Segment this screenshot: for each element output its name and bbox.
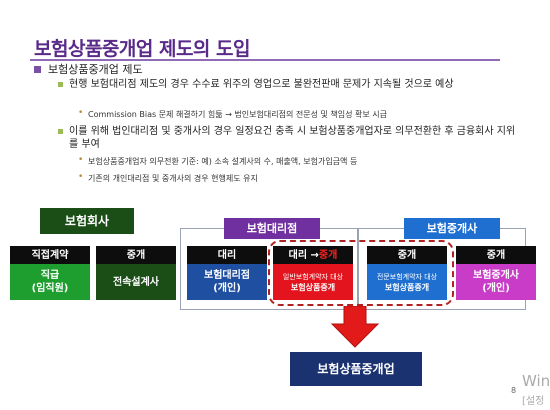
professional-client-brokerage-line2: 보험상품중개	[384, 282, 430, 292]
level1-text: 보험상품중개업 제도	[48, 63, 143, 76]
sub-bullet-2-icon: •	[78, 155, 84, 165]
conversion-highlight	[268, 240, 454, 306]
bullet-2-icon	[58, 129, 63, 134]
professional-client-brokerage-box: 전문보험계약자 대상 보험상품중개	[367, 264, 447, 300]
agent-to-broker-header: 대리 → 중개	[273, 246, 353, 264]
individual-broker-box: 보험중개사 (개인)	[456, 264, 536, 300]
general-client-brokerage-box: 일반보험계약자 대상 보험상품중개	[273, 264, 353, 300]
bullet-1-text: 현행 보험대리점 제도의 경우 수수료 위주의 영업으로 불완전판매 문제가 지…	[69, 79, 454, 90]
sub-bullet-1-icon: •	[78, 108, 84, 118]
windows-activation-watermark: Win	[522, 372, 550, 390]
down-arrow-icon	[330, 306, 380, 348]
windows-activation-watermark-sub: [설정	[522, 396, 545, 407]
slide-title: 보험상품중개업 제도의 도입	[34, 38, 251, 60]
broker-header: 중개	[456, 246, 536, 264]
sub-bullet-2-text: 보험상품중개업자 의무전환 기준: 예) 소속 설계사의 수, 매출액, 보험가…	[88, 157, 358, 166]
title-underline	[30, 59, 500, 61]
insurance-brokerage-business-box: 보험상품중개업	[290, 352, 422, 386]
broker-group-label: 보험중개사	[404, 218, 500, 239]
bullet-2-text: 이를 위해 법인대리점 및 중개사의 경우 일정요건 충족 시 보험상품중개업자…	[69, 126, 516, 150]
bullet-1-icon	[58, 82, 63, 87]
insurer-box: 보험회사	[40, 208, 134, 234]
agent-to-broker-label-a: 대리 →	[288, 249, 319, 261]
direct-contract-header: 직접계약	[10, 246, 90, 264]
professional-client-brokerage-line1: 전문보험계약자 대상	[376, 272, 438, 281]
sub-bullet-3-text: 기존의 개인대리점 및 중개사의 경우 현행제도 유지	[88, 174, 258, 183]
brokerage-header: 중개	[96, 246, 176, 264]
page-number: 8	[511, 386, 517, 395]
general-client-brokerage-line2: 보험상품중개	[290, 282, 336, 292]
agent-header: 대리	[187, 246, 267, 264]
sub-bullet-1-text: Commission Bias 문제 해결하기 힘듦 → 법인보험대리점의 전문…	[88, 110, 387, 119]
general-client-brokerage-line1: 일반보험계약자 대상	[282, 272, 344, 281]
broker-convert-header: 중개	[367, 246, 447, 264]
sub-bullet-3-icon: •	[78, 172, 84, 182]
exclusive-planner-box: 전속설계사	[96, 264, 176, 300]
level1-bullet-icon	[34, 66, 41, 73]
direct-staff-box: 직급 (임직원)	[10, 264, 90, 300]
individual-agency-box: 보험대리점 (개인)	[187, 264, 267, 300]
agency-group-label: 보험대리점	[224, 218, 320, 239]
agent-to-broker-label-b: 중개	[318, 249, 338, 261]
